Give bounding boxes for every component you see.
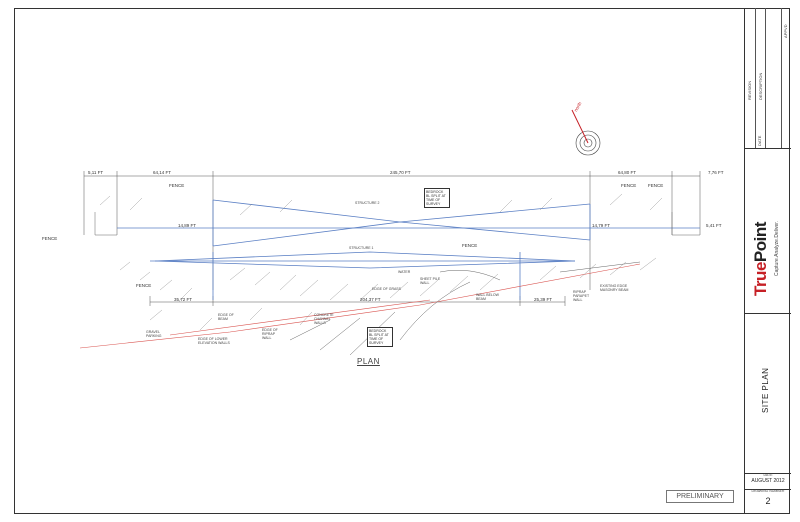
logo-part-2: Point <box>751 222 770 263</box>
drawing-number-label: DRAWING NUMBER <box>751 489 785 493</box>
edge-of-beam-label: EDGE OF BEAM <box>218 313 234 321</box>
sheet-title-box: SITE PLAN <box>745 313 791 474</box>
plan-label: PLAN <box>357 357 380 366</box>
riprap-parapet-label: RIPRAP PARAPET WALL <box>573 290 590 302</box>
revision-desc-col: DESCRIPTION <box>758 72 763 100</box>
preliminary-stamp: PRELIMINARY <box>666 490 734 503</box>
north-arrow <box>571 109 601 156</box>
existing-edge-masonry-label: EXISTING EDGE MASONRY BEAM <box>600 284 629 292</box>
fence-label: FENCE <box>42 236 58 241</box>
date-box: DATE AUGUST 2012 <box>745 473 791 490</box>
sheet-pile-wall-label: SHEET PILE WALL <box>420 277 441 285</box>
edge-of-grass-label: EDGE OF GRASS <box>372 287 401 291</box>
revision-table: REVISION DATE DESCRIPTION APPVD <box>745 8 791 149</box>
dim-5-41: 5,41 FT <box>706 223 722 228</box>
sheet-title: SITE PLAN <box>761 367 770 413</box>
water-label: WATER <box>398 270 411 274</box>
wall-below-beam-label: WALL BELOW BEAM <box>476 293 499 301</box>
title-block: REVISION DATE DESCRIPTION APPVD TruePoin… <box>744 8 791 514</box>
dim-245-70: 245,70 FT <box>390 170 411 175</box>
sheet-border <box>14 8 790 514</box>
dim-7-76: 7,76 FT <box>708 170 724 175</box>
fence-label: FENCE <box>462 243 478 248</box>
dim-25-39: 25,39 FT <box>534 297 553 302</box>
date-value: AUGUST 2012 <box>751 478 785 484</box>
dim-14-79: 14,79 FT <box>592 223 611 228</box>
logo-wordmark: TruePoint <box>751 222 771 296</box>
revision-appvd-col: APPVD <box>783 24 788 38</box>
drawing-number-box: DRAWING NUMBER 2 <box>745 489 791 514</box>
company-logo: TruePoint Capture.Analyze.Deliver. <box>745 148 791 314</box>
dim-35-72: 35,72 FT <box>174 297 193 302</box>
fence-label: FENCE <box>136 283 152 288</box>
dim-14-89: 14,89 FT <box>178 223 197 228</box>
gravel-parking-label: GRAVEL PARKING <box>146 330 162 338</box>
edge-lower-elevation-label: EDGE OF LOWER ELEVATION WALLS <box>198 337 230 345</box>
structure-2-label: STRUCTURE 2 <box>355 201 380 205</box>
drawing-number-value: 2 <box>765 496 771 506</box>
silt-note-top: BEDROCK BL SPLIT AT TIME OF SURVEY <box>424 188 450 208</box>
silt-note-bottom: BEDROCK BL SPLIT AT TIME OF SURVEY <box>367 327 393 347</box>
structure-1-label: STRUCTURE 1 <box>349 246 374 250</box>
date-label: DATE <box>763 473 773 477</box>
fence-label: FENCE <box>621 183 637 188</box>
site-plan-drawing <box>79 109 701 356</box>
concrete-channel-label: CONCRETE CHANNEL WALLS <box>314 313 334 325</box>
revision-header: REVISION <box>747 80 752 100</box>
dim-64-80: 64,80 FT <box>618 170 637 175</box>
dim-5-11: 5,11 FT <box>88 170 104 175</box>
dim-64-14: 64,14 FT <box>153 170 172 175</box>
logo-part-1: True <box>751 262 770 296</box>
fence-label: FENCE <box>169 183 185 188</box>
dim-204-37: 204,37 FT <box>360 297 381 302</box>
fence-label: FENCE <box>648 183 664 188</box>
logo-tagline: Capture.Analyze.Deliver. <box>774 220 780 276</box>
edge-riprap-label: EDGE OF RIPRAP WALL <box>262 328 278 340</box>
revision-date-col: DATE <box>757 135 762 146</box>
